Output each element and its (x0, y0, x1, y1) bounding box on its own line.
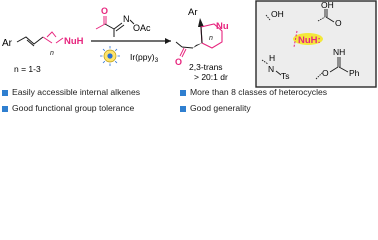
feature-text: Good functional group tolerance (12, 103, 135, 113)
reagent-n-o-bond (129, 19, 135, 25)
bullet-square (180, 89, 186, 96)
product-acyl-bond (181, 46, 194, 49)
imidate-oc-bond (329, 66, 339, 73)
nucleophile-scope-box: NuH: OH OH O H N Ts O NH Ph (255, 0, 377, 88)
bullet-square (2, 105, 8, 112)
reaction-scheme: Ar n NuH n = 1-3 O N OAc (2, 0, 377, 88)
reagent-double-bond (115, 24, 125, 32)
substrate-nuh: NuH (64, 36, 84, 47)
conditions: Ir(ppy)3 (100, 46, 159, 66)
sulfonamide-h: H (269, 53, 275, 63)
substrate: Ar n NuH n = 1-3 (2, 31, 84, 74)
sulfonamide-n: N (268, 64, 274, 74)
product-nu: Nu (216, 21, 229, 32)
reagent-n-atom: N (123, 14, 130, 24)
nuh-highlight (293, 33, 323, 45)
tether-bond (42, 36, 53, 44)
feature-text: More than 8 classes of heterocycles (190, 87, 328, 97)
imidate-ph-bond (338, 66, 349, 73)
reagent-oac: OAc (133, 23, 151, 33)
sulfonamide-bond (261, 59, 269, 65)
sulfonamide-ts-bond (275, 70, 282, 76)
reagent-bond-center (104, 23, 115, 30)
product-dr: > 20:1 dr (194, 72, 228, 82)
n-range-label: n = 1-3 (14, 64, 41, 74)
feature-item: Good generality (180, 103, 251, 114)
blue-led-icon (100, 46, 120, 66)
imidate-nh: NH (333, 47, 345, 57)
reaction-arrow (91, 38, 171, 44)
acid-o: O (335, 18, 342, 28)
product-oxygen: O (175, 57, 182, 67)
bullet-square (2, 89, 8, 96)
acid-oh: OH (321, 0, 334, 10)
arrow-head (165, 38, 171, 44)
tether-bond-2 (55, 37, 64, 44)
reagent-oxygen: O (101, 6, 108, 16)
feature-list: Easily accessible internal alkenes More … (2, 87, 376, 120)
sulfonamide-ts: Ts (281, 71, 290, 81)
product-ar-label: Ar (188, 7, 198, 18)
reagent-bond-n (113, 22, 123, 30)
substrate-ar-label: Ar (2, 38, 13, 49)
acid-co-bond (325, 16, 335, 23)
product-carbonyl-2 (181, 48, 187, 58)
repeat-n: n (50, 50, 54, 57)
feature-item: Good functional group tolerance (2, 103, 134, 114)
product-ring-n: n (209, 35, 213, 42)
product-carbonyl (179, 47, 185, 57)
feature-item: More than 8 classes of heterocycles (180, 87, 327, 98)
double-bond-line (26, 39, 35, 47)
imidate-bond (315, 72, 323, 80)
reaction-scheme-figure: Ar n NuH n = 1-3 O N OAc (2, 0, 377, 120)
imidate-ph: Ph (349, 68, 360, 78)
product-ring-cc (200, 26, 203, 44)
reagent-bond-left (95, 23, 106, 30)
feature-text: Good generality (190, 103, 251, 113)
nuh-dashed-bond (293, 30, 298, 48)
oxime-reagent: O N OAc (95, 6, 151, 37)
bullet-square (180, 105, 186, 112)
alcohol-bond (265, 14, 271, 21)
acid-bond (317, 16, 326, 22)
product-wedge-ar (198, 18, 204, 27)
alkene-chain (16, 36, 44, 45)
repeat-bracket (46, 31, 57, 38)
catalyst-label: Ir(ppy)3 (130, 52, 159, 64)
alcohol-oh: OH (271, 9, 284, 19)
product-wedge-acyl (193, 43, 202, 48)
product: Ar n Nu O 2,3-trans > 20:1 dr (175, 7, 229, 82)
feature-item: Easily accessible internal alkenes (2, 87, 140, 98)
product-methyl (175, 41, 183, 48)
nuh-center-label: NuH: (298, 35, 321, 46)
feature-text: Easily accessible internal alkenes (12, 87, 141, 97)
imidate-o: O (322, 68, 329, 78)
product-stereo: 2,3-trans (189, 62, 223, 72)
